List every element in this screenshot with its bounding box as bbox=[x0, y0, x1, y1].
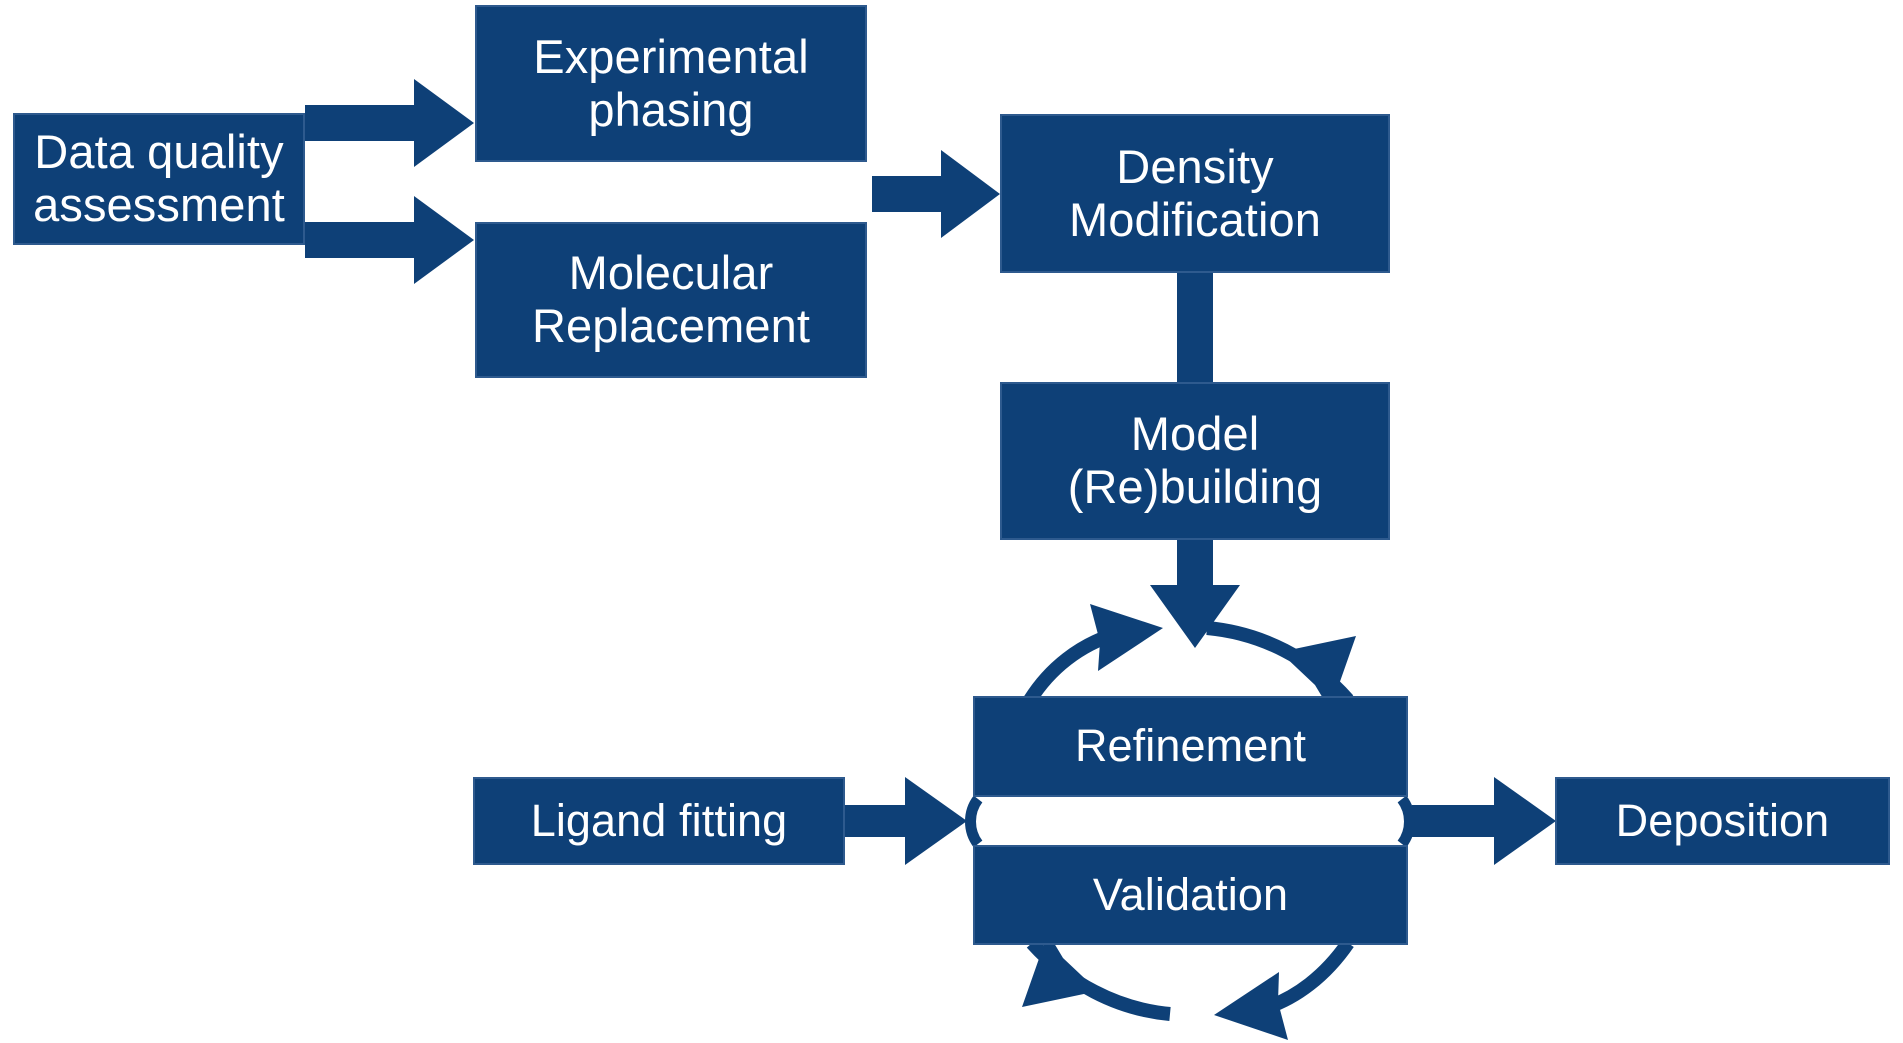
node-label: Experimental phasing bbox=[533, 29, 809, 136]
node-label: Refinement bbox=[1074, 720, 1307, 772]
arrow-phasing-to-density-modification bbox=[872, 150, 1000, 238]
arrow-cycle-to-deposition bbox=[1412, 777, 1556, 865]
arrow-ligand-fitting-to-cycle bbox=[845, 777, 967, 865]
node-label: Ligand fitting bbox=[530, 794, 788, 846]
node-ligand-fitting[interactable]: Ligand fitting bbox=[473, 777, 845, 865]
node-label: Molecular Replacement bbox=[531, 246, 811, 352]
node-label: Deposition bbox=[1615, 794, 1830, 846]
arrow-dqa-to-experimental-phasing bbox=[305, 79, 474, 167]
node-label: Data quality assessment bbox=[33, 125, 285, 231]
node-label: Model (Re)building bbox=[1067, 407, 1323, 513]
arrow-dqa-to-molecular-replacement bbox=[305, 196, 474, 284]
node-validation[interactable]: Validation bbox=[973, 845, 1408, 945]
node-label: Validation bbox=[1092, 868, 1289, 920]
node-data-quality-assessment[interactable]: Data quality assessment bbox=[13, 113, 305, 245]
node-molecular-replacement[interactable]: Molecular Replacement bbox=[475, 222, 867, 378]
node-model-rebuilding[interactable]: Model (Re)building bbox=[1000, 382, 1390, 540]
node-experimental-phasing[interactable]: Experimental phasing bbox=[475, 5, 867, 162]
node-label: Density Modification bbox=[1069, 139, 1321, 246]
arrow-model-rebuilding-to-cycle bbox=[1150, 540, 1240, 648]
node-refinement[interactable]: Refinement bbox=[973, 696, 1408, 797]
node-deposition[interactable]: Deposition bbox=[1555, 777, 1890, 865]
node-density-modification[interactable]: Density Modification bbox=[1000, 114, 1390, 273]
